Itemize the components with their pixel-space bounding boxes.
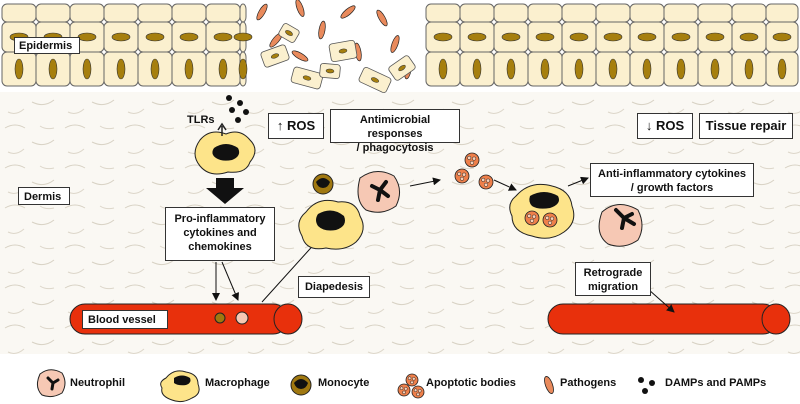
tlrs-label: TLRs [187,114,215,126]
antimicrobial-label: Antimicrobial responses / phagocytosis [330,109,460,154]
legend-pathogens-icon [544,376,554,394]
legend-damps-pamps-label: DAMPs and PAMPs [665,377,767,389]
legend-neutrophil-icon [36,369,66,398]
legend-apoptotic-bodies-icon [397,373,425,399]
epidermis-right [425,3,799,87]
anti-inflammatory-label: Anti-inflammatory cytokines / growth fac… [590,163,754,197]
ros-down-label: ↓ ROS [637,113,693,139]
damps-pamps-dots [226,95,249,123]
legend-monocyte-label: Monocyte [318,377,370,389]
legend-macrophage-icon [160,370,200,403]
retrograde-neutrophil [598,204,643,247]
engulfing-macrophage [509,183,575,239]
legend-damps-pamps-icon [638,377,655,394]
apoptotic-bodies-group [454,152,494,190]
legend-monocyte-icon [290,374,312,396]
legend-pathogens-label: Pathogens [560,377,617,389]
diapedesis-label: Diapedesis [298,276,370,298]
legend-macrophage-label: Macrophage [205,377,270,389]
tissue-repair-label: Tissue repair [699,113,793,139]
pro-inflammatory-label: Pro-inflammatory cytokines and chemokine… [165,207,275,261]
pathogens-cluster [256,0,416,94]
legend-apoptotic-bodies-label: Apoptotic bodies [426,377,516,389]
dermis-macrophage [298,199,364,250]
tlr-macrophage [194,122,256,175]
dermis-label: Dermis [18,187,70,205]
dermis-monocyte [312,173,334,195]
blood-vessel-right [547,303,791,335]
signal-down-arrow [206,178,244,204]
epidermis-left [1,3,253,87]
epidermis-label: Epidermis [14,37,80,54]
ros-up-label: ↑ ROS [268,113,324,139]
legend-neutrophil-label: Neutrophil [70,377,125,389]
dermis-neutrophil [357,171,400,213]
retrograde-migration-label: Retrograde migration [575,262,651,296]
engulfed-apoptotic-bodies [524,210,558,228]
blood-vessel-label: Blood vessel [82,310,168,329]
